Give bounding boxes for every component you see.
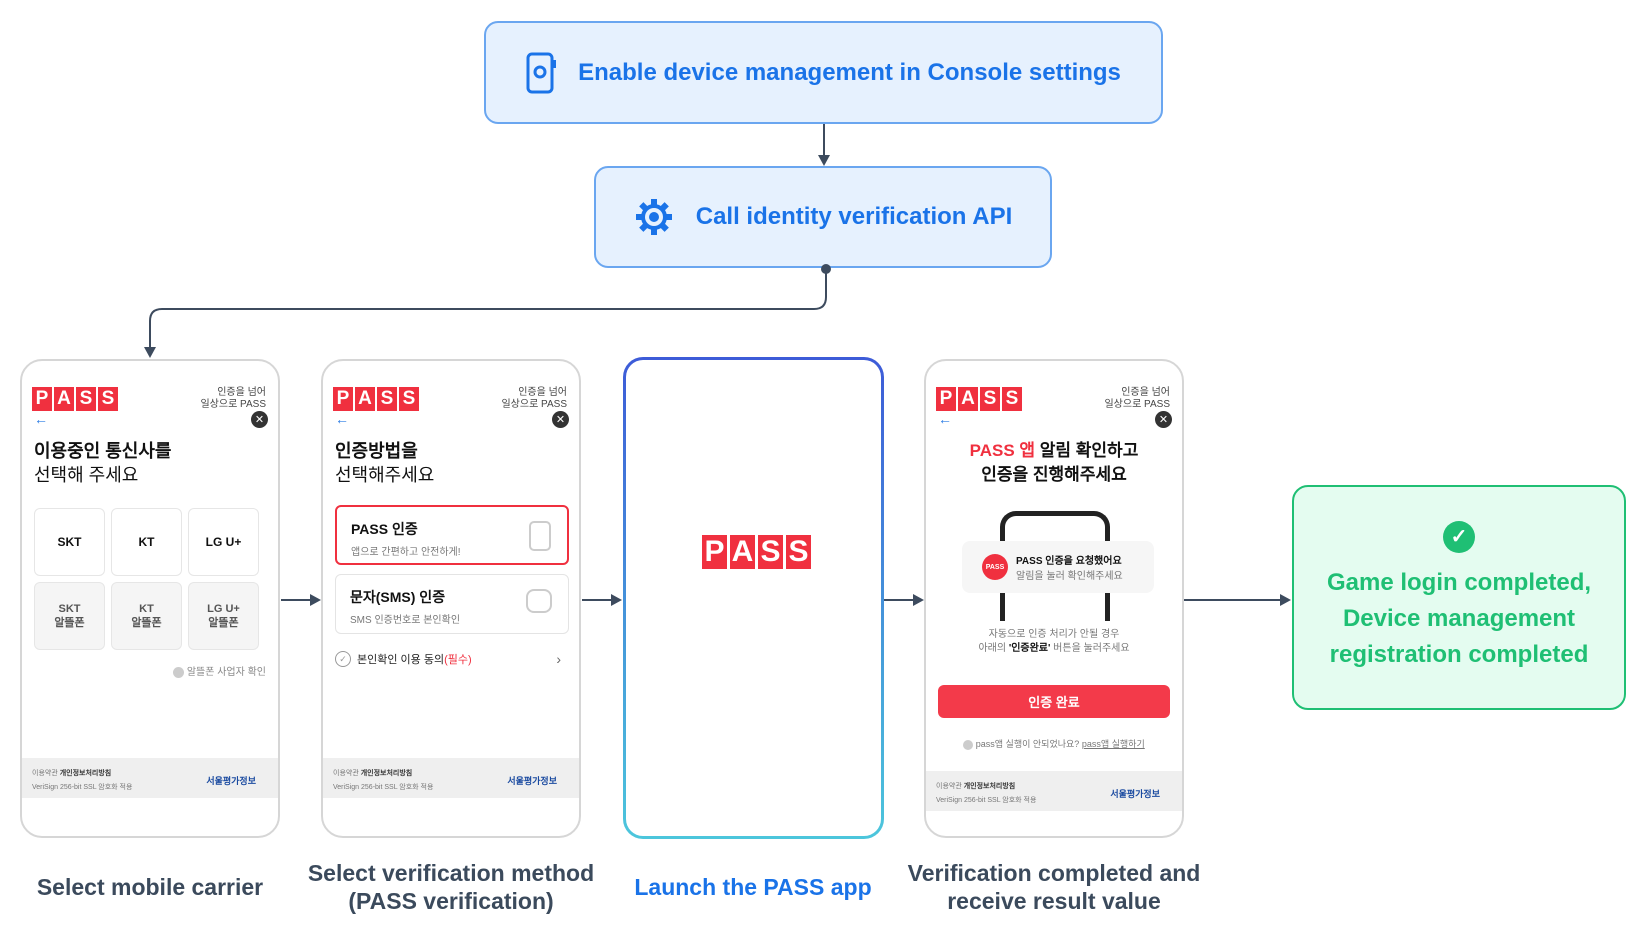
- arrow: [884, 599, 913, 601]
- chevron-right-icon: ›: [556, 651, 561, 667]
- arrow-head: [1280, 594, 1291, 606]
- pass-logo-large: P A S S: [702, 535, 811, 569]
- caption-select-method: Select verification method(PASS verifica…: [307, 860, 595, 914]
- close-icon[interactable]: ✕: [1155, 411, 1172, 428]
- consent-row[interactable]: ✓ 본인확인 이용 동의(필수) ›: [335, 651, 561, 667]
- arrow: [582, 599, 612, 601]
- gear-icon: [635, 199, 672, 235]
- arrow: [281, 599, 310, 601]
- caption-launch-pass: Launch the PASS app: [634, 874, 872, 900]
- chat-icon: [526, 589, 552, 613]
- carrier-lgu-mvno[interactable]: LG U+알뜰폰: [188, 582, 259, 650]
- phone-gear-icon: [526, 52, 557, 93]
- close-icon[interactable]: ✕: [552, 411, 569, 428]
- back-arrow-icon[interactable]: ←: [34, 411, 48, 427]
- arrow-head: [818, 155, 830, 166]
- arrow: [1184, 599, 1281, 601]
- phone-icon: [529, 521, 551, 551]
- connector: [823, 124, 825, 158]
- step-label: Call identity verification API: [695, 203, 1013, 230]
- result-box: ✓ Game login completed,Device management…: [1292, 485, 1626, 710]
- arrow-head: [913, 594, 924, 606]
- check-circle-icon: ✓: [335, 651, 351, 667]
- close-icon[interactable]: ✕: [251, 411, 268, 428]
- launch-pass-link[interactable]: pass앱 실행하기: [1081, 739, 1145, 749]
- back-arrow-icon[interactable]: ←: [335, 411, 349, 427]
- arrow-head: [310, 594, 321, 606]
- verify-complete-button[interactable]: 인증 완료: [938, 685, 1170, 718]
- arrow-head: [611, 594, 622, 606]
- back-arrow-icon[interactable]: ←: [938, 411, 952, 427]
- step-label: Enable device management in Console sett…: [578, 58, 1121, 86]
- help-row: pass앱 실행이 안되었나요? pass앱 실행하기: [926, 737, 1182, 750]
- info-icon: [963, 739, 974, 750]
- carrier-lgu[interactable]: LG U+: [188, 508, 259, 576]
- info-icon: [172, 666, 184, 678]
- mvno-check-link[interactable]: 알뜰폰 사업자 확인: [172, 663, 266, 678]
- pass-app-icon: PASS: [982, 554, 1008, 580]
- carrier-kt[interactable]: KT: [111, 508, 182, 576]
- carrier-skt[interactable]: SKT: [34, 508, 105, 576]
- step-call-api: Call identity verification API: [594, 166, 1052, 268]
- step-enable-device-management: Enable device management in Console sett…: [484, 21, 1163, 124]
- screen-pass-app-launch: P A S S: [623, 357, 884, 839]
- caption-select-carrier: Select mobile carrier: [36, 874, 264, 900]
- check-circle-icon: ✓: [1443, 521, 1475, 553]
